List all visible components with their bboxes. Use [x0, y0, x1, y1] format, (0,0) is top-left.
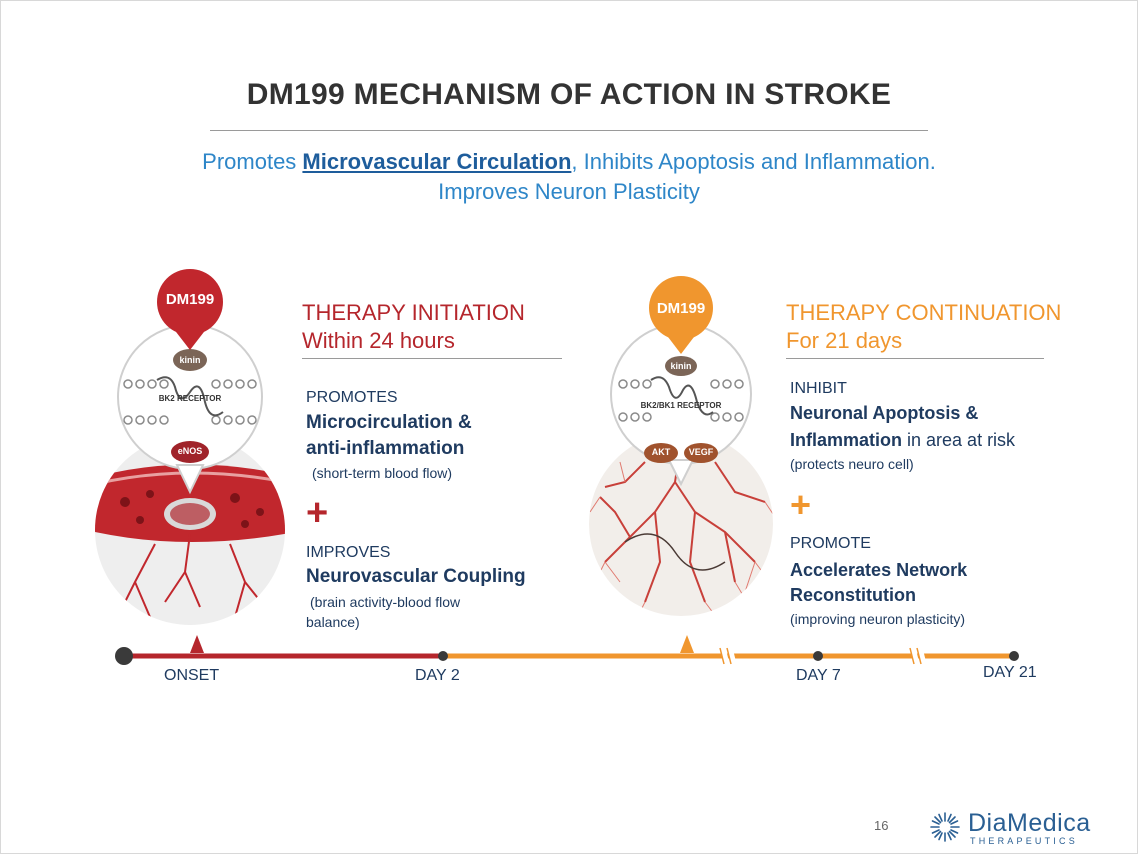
subtitle-suffix: , Inhibits Apoptosis and Inflammation. [571, 149, 936, 174]
timeline-day7-label: DAY 7 [796, 667, 841, 684]
akt-label: AKT [651, 447, 671, 457]
inhibit-line-2-rest: in area at risk [902, 430, 1016, 450]
continuation-divider [786, 358, 1044, 359]
inhibit-label: INHIBIT [790, 380, 847, 397]
brand-name: DiaMedica [968, 809, 1091, 837]
timeline-onset-label: ONSET [164, 667, 220, 684]
initiation-divider [302, 358, 562, 359]
subtitle-line-1: Promotes Microvascular Circulation, Inhi… [0, 147, 1138, 177]
improves-note-1: (brain activity-blood flow [310, 594, 461, 610]
slide-title: DM199 MECHANISM OF ACTION IN STROKE [246, 78, 892, 111]
day21-marker [1009, 651, 1019, 661]
initiation-heading: THERAPY INITIATION [302, 300, 525, 325]
continuation-mechanism-illustration [589, 276, 773, 616]
enos-label-left: eNOS [177, 446, 203, 456]
subtitle-line-2: Improves Neuron Plasticity [438, 179, 700, 204]
promotes-label: PROMOTES [306, 389, 398, 406]
onset-marker [115, 647, 133, 665]
timeline-day21-label: DAY 21 [983, 664, 1037, 681]
day2-marker [438, 651, 448, 661]
inhibit-line-1: Neuronal Apoptosis & [790, 403, 979, 423]
therapy-timeline [115, 635, 1019, 665]
title-divider [210, 130, 928, 131]
initiation-mechanism-illustration [95, 269, 285, 625]
timeline-pointer-initiation [190, 635, 204, 653]
promote-line-1: Accelerates Network [790, 560, 968, 580]
subtitle-emphasis: Microvascular Circulation [302, 149, 572, 174]
receptor-label-right: BK2/BK1 RECEPTOR [640, 401, 722, 410]
improves-label: IMPROVES [306, 544, 391, 561]
timeline-break-1 [720, 647, 737, 665]
improves-note-2: balance) [306, 614, 360, 630]
improves-text: Neurovascular Coupling [306, 566, 526, 587]
promote-line-2: Reconstitution [790, 585, 916, 605]
continuation-plus-sign: + [790, 484, 812, 525]
receptor-label-left: BK2 RECEPTOR [158, 394, 222, 403]
vegf-label: VEGF [688, 447, 714, 457]
slide-subtitle: Promotes Microvascular Circulation, Inhi… [0, 147, 1138, 207]
continuation-heading: THERAPY CONTINUATION [786, 300, 1062, 325]
day7-marker [813, 651, 823, 661]
subtitle-prefix: Promotes [202, 149, 303, 174]
promotes-note: (short-term blood flow) [312, 465, 453, 481]
diamedica-logo-icon [930, 812, 960, 842]
promotes-line-1: Microcirculation & [306, 412, 472, 433]
continuation-subheading: For 21 days [786, 328, 903, 353]
dm199-badge-left: DM199 [165, 291, 215, 308]
kinin-label-left: kinin [179, 355, 201, 365]
timeline-break-2 [910, 647, 927, 665]
timeline-pointer-continuation [680, 635, 694, 653]
timeline-day2-label: DAY 2 [415, 667, 460, 684]
promote-note: (improving neuron plasticity) [790, 611, 966, 627]
page-number: 16 [874, 818, 889, 833]
promote-label: PROMOTE [790, 535, 871, 552]
brand-tagline: THERAPEUTICS [970, 836, 1078, 846]
initiation-subheading: Within 24 hours [302, 328, 455, 353]
kinin-label-right: kinin [670, 361, 692, 371]
promotes-line-2: anti-inflammation [306, 438, 465, 459]
inhibit-note: (protects neuro cell) [790, 456, 914, 472]
dm199-badge-right: DM199 [656, 300, 706, 317]
inhibit-line-2-bold: Inflammation [790, 430, 903, 450]
initiation-plus-sign: + [306, 492, 329, 534]
inhibit-line-2: Inflammation in area at risk [790, 427, 1015, 453]
